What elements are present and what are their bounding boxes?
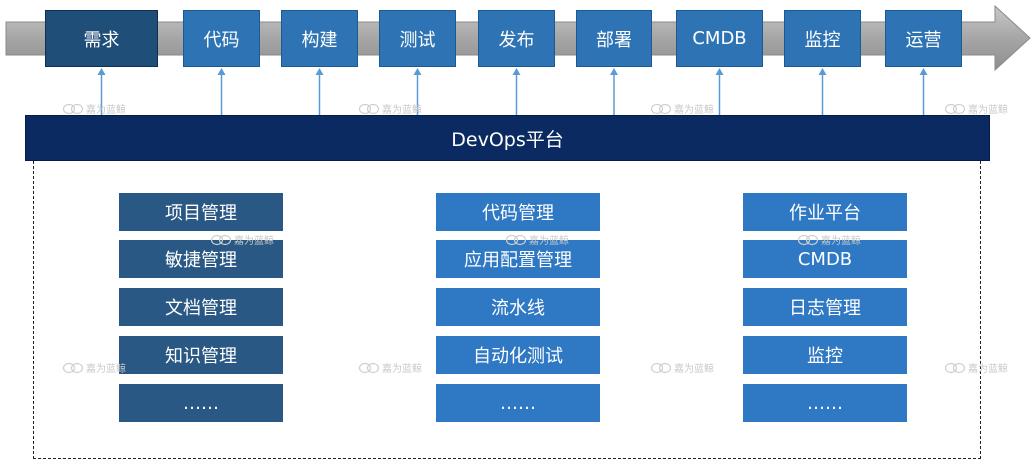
watermark-text: 嘉为蓝鲸 [86, 105, 126, 116]
stage-box: 构建 [281, 10, 358, 67]
connector-arrowhead [217, 68, 226, 75]
module-label: 敏捷管理 [165, 250, 237, 271]
watermark-logo-icon [505, 234, 527, 245]
module-label: 自动化测试 [473, 346, 563, 367]
watermark-text: 嘉为蓝鲸 [382, 105, 422, 116]
connector-arrowhead [610, 68, 618, 75]
watermark-text: 嘉为蓝鲸 [968, 364, 1008, 375]
module-label: …… [500, 392, 536, 414]
stage-box: CMDB [676, 10, 763, 67]
devops-platform-bar: DevOps平台 [25, 115, 990, 161]
module-box: …… [743, 384, 907, 422]
stage-box: 需求 [45, 10, 158, 67]
stage-label: 发布 [498, 29, 535, 51]
stage-box: 发布 [478, 10, 555, 67]
watermark-logo-icon [62, 362, 84, 373]
stage-box: 代码 [183, 10, 260, 67]
watermark-logo-icon [650, 362, 672, 373]
module-box: 流水线 [436, 288, 600, 326]
watermark-logo-icon [944, 103, 966, 114]
watermark: 嘉为蓝鲸 [62, 360, 126, 375]
watermark-logo-icon [62, 103, 84, 114]
platform-label: DevOps平台 [451, 128, 564, 151]
watermark: 嘉为蓝鲸 [358, 360, 422, 375]
platform-frame [33, 161, 981, 459]
stage-label: 监控 [804, 29, 841, 51]
module-label: …… [183, 392, 219, 414]
watermark-text: 嘉为蓝鲸 [821, 236, 861, 247]
stage-label: 构建 [301, 29, 338, 51]
stage-box: 部署 [576, 10, 652, 67]
connector-arrowhead [97, 68, 106, 75]
watermark-text: 嘉为蓝鲸 [382, 364, 422, 375]
stage-label: 需求 [83, 29, 120, 51]
module-box: 自动化测试 [436, 336, 600, 374]
watermark-text: 嘉为蓝鲸 [968, 105, 1008, 116]
watermark: 嘉为蓝鲸 [358, 101, 422, 116]
module-box: 敏捷管理 [119, 240, 283, 278]
module-box: 知识管理 [119, 336, 283, 374]
watermark-logo-icon [358, 362, 380, 373]
module-box: 项目管理 [119, 193, 283, 231]
module-box: CMDB [743, 240, 907, 278]
module-label: 项目管理 [165, 203, 237, 224]
module-label: 代码管理 [482, 203, 554, 224]
connector-arrowhead [715, 68, 724, 75]
watermark: 嘉为蓝鲸 [650, 360, 714, 375]
stage-box: 监控 [784, 10, 861, 67]
watermark: 嘉为蓝鲸 [944, 360, 1008, 375]
watermark-text: 嘉为蓝鲸 [234, 236, 274, 247]
watermark-text: 嘉为蓝鲸 [529, 236, 569, 247]
stage-box: 运营 [885, 10, 962, 67]
stage-label: 部署 [596, 29, 632, 51]
module-label: 日志管理 [789, 298, 861, 319]
module-box: 应用配置管理 [436, 240, 600, 278]
connector-lines [97, 68, 928, 115]
watermark-logo-icon [210, 234, 232, 245]
watermark: 嘉为蓝鲸 [944, 101, 1008, 116]
stage-label: 运营 [905, 29, 942, 51]
module-label: 知识管理 [165, 346, 237, 367]
module-label: 文档管理 [165, 298, 237, 319]
connector-arrowhead [919, 68, 928, 75]
stage-label: 测试 [399, 29, 436, 51]
module-box: …… [119, 384, 283, 422]
watermark: 嘉为蓝鲸 [505, 232, 569, 247]
module-label: CMDB [797, 248, 853, 270]
watermark-logo-icon [650, 103, 672, 114]
watermark-logo-icon [944, 362, 966, 373]
stage-label: 代码 [203, 29, 240, 51]
watermark-logo-icon [797, 234, 819, 245]
module-label: …… [807, 392, 843, 414]
watermark: 嘉为蓝鲸 [650, 101, 714, 116]
watermark-text: 嘉为蓝鲸 [674, 105, 714, 116]
module-box: 代码管理 [436, 193, 600, 231]
connector-arrowhead [818, 68, 827, 75]
watermark-text: 嘉为蓝鲸 [86, 364, 126, 375]
watermark-logo-icon [358, 103, 380, 114]
connector-arrowhead [413, 68, 422, 75]
module-box: 日志管理 [743, 288, 907, 326]
module-box: …… [436, 384, 600, 422]
module-box: 监控 [743, 336, 907, 374]
module-box: 文档管理 [119, 288, 283, 326]
module-label: 流水线 [491, 298, 545, 319]
module-box: 作业平台 [743, 193, 907, 231]
stage-box: 测试 [379, 10, 456, 67]
watermark: 嘉为蓝鲸 [797, 232, 861, 247]
watermark: 嘉为蓝鲸 [62, 101, 126, 116]
watermark-text: 嘉为蓝鲸 [674, 364, 714, 375]
watermark: 嘉为蓝鲸 [210, 232, 274, 247]
module-label: 作业平台 [789, 203, 861, 224]
module-label: 应用配置管理 [464, 250, 572, 271]
connector-arrowhead [512, 68, 521, 75]
connector-arrowhead [315, 68, 324, 75]
stage-label: CMDB [692, 28, 747, 49]
module-label: 监控 [807, 346, 843, 367]
